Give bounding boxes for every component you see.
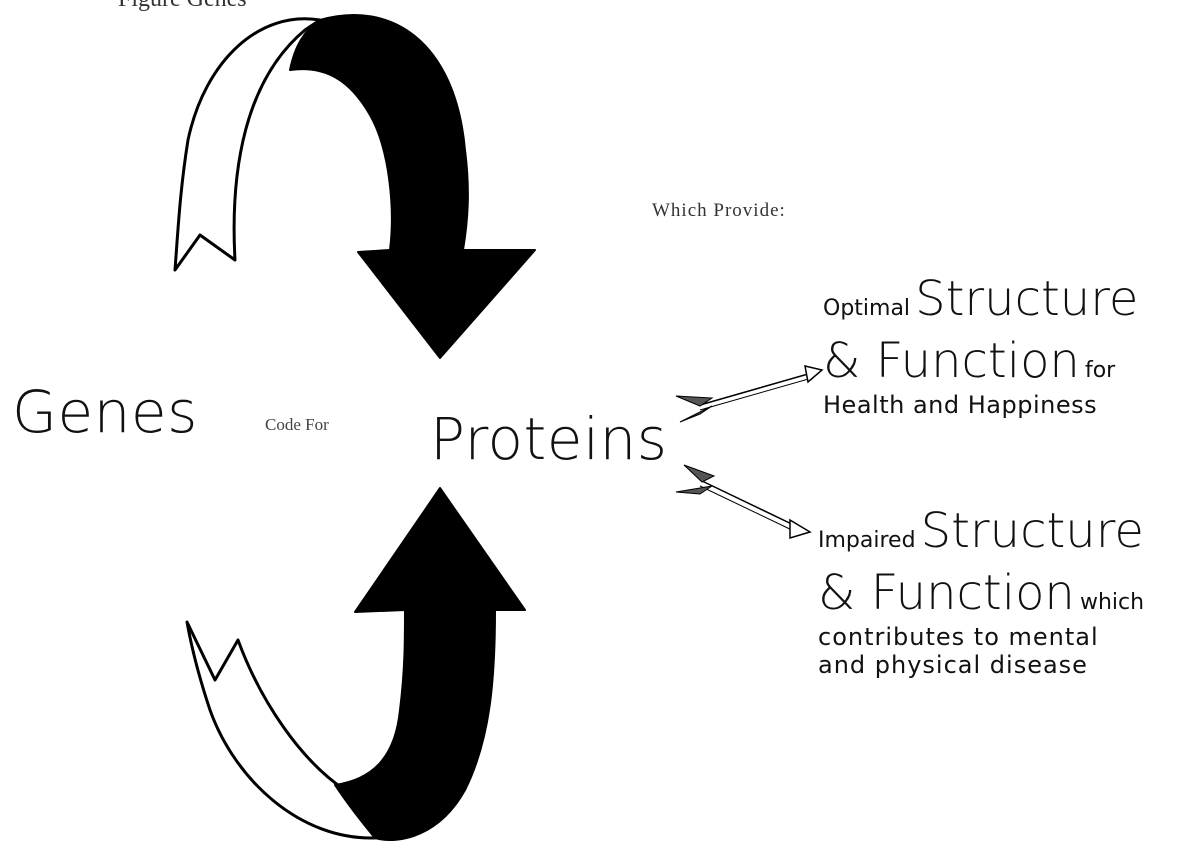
code-for-label: Code For [265, 415, 329, 435]
which-provide-label: Which Provide: [652, 200, 786, 222]
cropped-top-caption: Figure Genes [118, 0, 247, 13]
optimal-function-word: & Function [823, 333, 1080, 389]
optimal-structure-word: Structure [915, 271, 1138, 327]
impaired-outcome: Impaired Structure & Function which cont… [818, 507, 1144, 677]
top-cycle-arrow [175, 15, 535, 358]
impaired-line4: and physical disease [818, 653, 1144, 677]
impaired-suffix: which [1080, 590, 1144, 615]
genes-label: Genes [12, 378, 198, 446]
proteins-label: Proteins [430, 405, 668, 473]
dart-to-optimal [676, 366, 822, 422]
optimal-suffix: for [1085, 358, 1115, 383]
dart-to-impaired [676, 465, 810, 538]
optimal-outcome: Optimal Structure & Function for Health … [823, 275, 1138, 417]
optimal-prefix: Optimal [823, 296, 910, 321]
bottom-cycle-arrow [187, 488, 525, 840]
bottom-arrow-black-body [335, 488, 525, 840]
optimal-line3: Health and Happiness [823, 393, 1138, 417]
impaired-function-word: & Function [818, 565, 1075, 621]
bottom-arrow-white-tail [187, 622, 375, 838]
impaired-line3: contributes to mental [818, 625, 1144, 649]
impaired-structure-word: Structure [921, 503, 1144, 559]
top-arrow-black-body [290, 15, 535, 358]
impaired-prefix: Impaired [818, 528, 916, 553]
